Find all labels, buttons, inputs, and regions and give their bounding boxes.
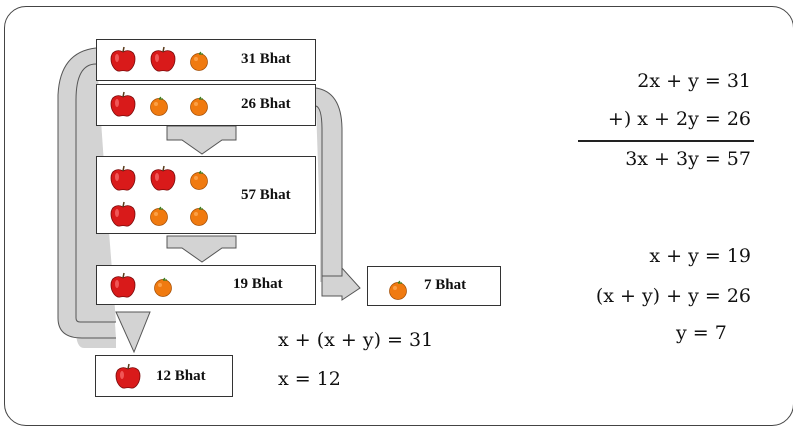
orange-icon (153, 277, 173, 297)
equation-line: (x + y) + y = 26 (595, 285, 751, 307)
equation-line: +) x + 2y = 26 (607, 108, 751, 130)
apple-icon (109, 272, 137, 298)
box-57-bhat: 57 Bhat (96, 156, 316, 234)
price-label: 7 Bhat (424, 277, 467, 293)
equation-line: y = 7 (676, 322, 727, 344)
box-31-bhat: 31 Bhat (96, 39, 316, 81)
down-arrow-2 (166, 235, 237, 263)
price-label: 31 Bhat (241, 51, 291, 67)
apple-icon (109, 46, 137, 72)
box-26-bhat: 26 Bhat (96, 84, 316, 126)
apple-icon (114, 363, 142, 389)
apple-icon (109, 91, 137, 117)
equation-result: 3x + 3y = 57 (625, 148, 751, 170)
price-label: 12 Bhat (156, 368, 206, 384)
orange-icon (149, 206, 169, 226)
orange-icon (189, 206, 209, 226)
orange-icon (189, 51, 209, 71)
orange-icon (189, 170, 209, 190)
equation-line: x = 12 (278, 368, 341, 390)
price-label: 57 Bhat (241, 187, 291, 203)
orange-icon (189, 96, 209, 116)
equation-line: x + (x + y) = 31 (278, 329, 434, 351)
price-label: 26 Bhat (241, 96, 291, 112)
box-19-bhat: 19 Bhat (96, 265, 316, 305)
box-12-bhat: 12 Bhat (95, 355, 233, 397)
apple-icon (109, 201, 137, 227)
apple-icon (149, 46, 177, 72)
orange-icon (149, 96, 169, 116)
sum-rule (578, 140, 754, 142)
right-arrow (315, 87, 361, 301)
box-7-bhat: 7 Bhat (367, 266, 501, 306)
equation-line: 2x + y = 31 (637, 70, 751, 92)
equation-line: x + y = 19 (649, 245, 751, 267)
down-arrow-1 (166, 125, 237, 155)
price-label: 19 Bhat (233, 276, 283, 292)
orange-icon (388, 280, 408, 300)
flow-arrows (57, 47, 361, 354)
apple-icon (149, 165, 177, 191)
apple-icon (109, 165, 137, 191)
